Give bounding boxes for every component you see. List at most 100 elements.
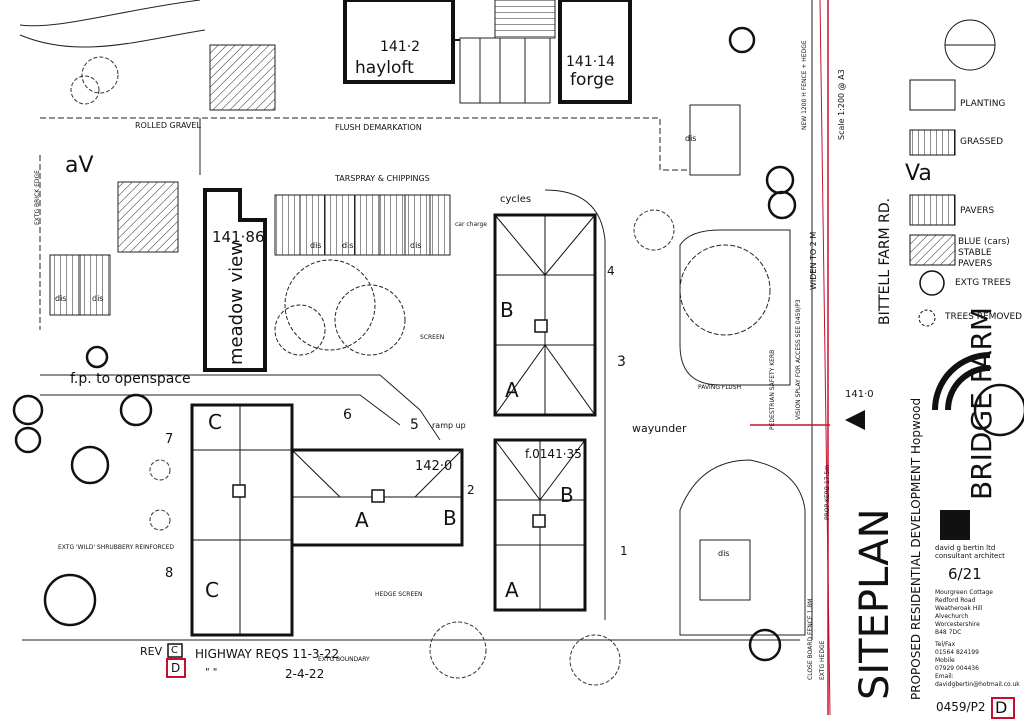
block-label-c: C — [205, 578, 219, 602]
note-scale: Scale 1:200 @ A3 — [837, 69, 846, 140]
firm-role: consultant architect — [935, 552, 1005, 560]
firm-mobile-label: Mobile — [935, 657, 955, 664]
unit-number-1420: 142·0 — [415, 459, 453, 474]
firm-address-line: B48 7DC — [935, 629, 962, 636]
note-wild-shrubbery: EXTG 'WILD' SHRUBBERY REINFORCED — [58, 544, 175, 551]
block-cycles-terrace — [493, 213, 597, 417]
revision-c: C — [171, 645, 178, 656]
logo-bridge-farm: BRIDGE FARM — [965, 306, 998, 500]
note-flush-demarkation: FLUSH DEMARKATION — [335, 123, 422, 132]
parking-bays-middle — [49, 181, 451, 316]
note-close-board: CLOSE BOARD FENCE 1.8M — [807, 598, 814, 680]
note-car-charge: car charge — [455, 221, 487, 228]
revision-d-ditto: " " — [205, 667, 218, 678]
parking-label-dis: dis — [718, 549, 730, 558]
parking-label-dis: dis — [685, 134, 697, 143]
plot-number: 6 — [343, 407, 352, 423]
section-marker-av: aV — [65, 153, 94, 178]
firm-address-line: Mourgreen Cottage — [935, 589, 993, 596]
revision-c-note: HIGHWAY REQS 11-3-22 — [195, 647, 340, 661]
revision-d-date: 2-4-22 — [285, 667, 325, 681]
note-screen: SCREEN — [420, 334, 445, 341]
plot-meadow-view — [203, 188, 267, 372]
plot-number: 7 — [165, 432, 174, 447]
drawing-reference: 0459/P2 — [936, 700, 986, 714]
plot-number: 1 — [620, 544, 628, 558]
note-prop-kerb: PROP KERB 17.5m — [824, 464, 831, 520]
note-fp-openspace: f.p. to openspace — [70, 371, 191, 387]
plot-number: 4 — [607, 264, 615, 278]
note-ramp-up: ramp up — [432, 421, 466, 430]
site-boundary-line — [19, 0, 201, 27]
parking-bays-top — [209, 0, 556, 111]
road-label-bittell-farm: BITTELL FARM RD. — [877, 197, 893, 325]
note-new-fence: NEW 1200 H FENCE + HEDGE — [801, 40, 808, 130]
current-revision: D — [995, 698, 1008, 717]
rev-d-box-right — [991, 697, 1015, 719]
note-cycles: cycles — [500, 194, 532, 205]
existing-trees-center — [274, 259, 406, 356]
title-siteplan: SITEPLAN — [852, 508, 898, 700]
note-wayunder: wayunder — [632, 422, 687, 435]
note-vision-splay: VISION SPLAY FOR ACCESS SEE 0459/P3 — [795, 299, 802, 420]
landscape-island-upper — [679, 104, 791, 386]
legend-extg-trees: EXTG TREES — [955, 278, 1011, 288]
plot-number: 8 — [165, 566, 174, 581]
unit-number-14186: 141·86 — [212, 228, 265, 246]
block-label-a: A — [505, 578, 519, 602]
firm-logo-block — [940, 510, 970, 540]
firm-address-line: Worcestershire — [935, 621, 980, 628]
unit-name-forge: forge — [570, 70, 615, 90]
title-project: PROPOSED RESIDENTIAL DEVELOPMENT Hopwood — [909, 397, 923, 700]
note-paving-flush: PAVING FLUSH — [698, 384, 742, 391]
firm-tel-label: Tel/Fax — [935, 641, 956, 648]
firm-name: david g bertin ltd — [935, 544, 996, 552]
note-rolled-gravel: ROLLED GRAVEL — [135, 121, 201, 130]
landscape-island-lower — [679, 459, 806, 636]
rev-d-box-left — [166, 658, 186, 678]
dashed-trees — [70, 56, 675, 686]
legend-blue-pavers: BLUE (cars) STABLE PAVERS — [958, 237, 1010, 269]
legend-grassed: GRASSED — [960, 137, 1004, 147]
firm-address-line: Redford Road — [935, 597, 976, 604]
plot-number: 2 — [467, 483, 475, 497]
block-142-terrace — [290, 448, 464, 547]
parking-label-dis: dis — [92, 294, 104, 303]
parking-label-dis: dis — [55, 294, 67, 303]
firm-mobile: 07929 004436 — [935, 665, 979, 672]
existing-tree-circles — [12, 26, 1024, 662]
parking-label-dis: dis — [310, 241, 322, 250]
note-extg-brick-edge: EXTG BRICK EDGE — [34, 170, 41, 225]
unit-number-14114: 141·14 — [566, 54, 615, 70]
unit-number-1412: 141·2 — [380, 39, 421, 55]
legend-planting: PLANTING — [960, 99, 1006, 109]
firm-address-line: Alvechurch — [935, 613, 969, 620]
block-label-a: A — [355, 508, 369, 532]
note-pedestrian-safety: PEDESTRIAN SAFETY KERB — [769, 349, 776, 430]
plot-hayloft — [343, 0, 460, 84]
note-extg-hedge: EXTG HEDGE — [819, 640, 826, 680]
plot-number: 5 — [410, 417, 419, 433]
revision-label: REV — [140, 645, 163, 658]
block-label-a: A — [505, 378, 519, 402]
unit-name-hayloft: hayloft — [355, 58, 414, 78]
level-arrow — [845, 410, 865, 430]
block-label-c: C — [208, 410, 222, 434]
legend-pavers: PAVERS — [960, 206, 995, 216]
revision-d: D — [171, 661, 181, 675]
note-widen: WIDEN TO 2 M — [809, 231, 818, 290]
block-label-b: B — [560, 483, 574, 507]
bridge-farm-logo — [932, 352, 991, 411]
unit-name-meadow-view: meadow view — [226, 241, 247, 365]
block-label-b: B — [500, 298, 514, 322]
note-level: 141·0 — [845, 389, 874, 400]
block-label-b: B — [443, 506, 457, 530]
plot-number: 3 — [617, 354, 626, 370]
firm-email-label: Email: — [935, 673, 954, 680]
drawing-number: 6/21 — [948, 565, 982, 583]
plot-forge — [558, 0, 632, 104]
block-lower-terrace — [493, 438, 587, 612]
firm-email: davidgbertin@hotmail.co.uk — [935, 681, 1020, 688]
note-extg-boundary: EXTG BOUNDARY — [318, 656, 370, 663]
